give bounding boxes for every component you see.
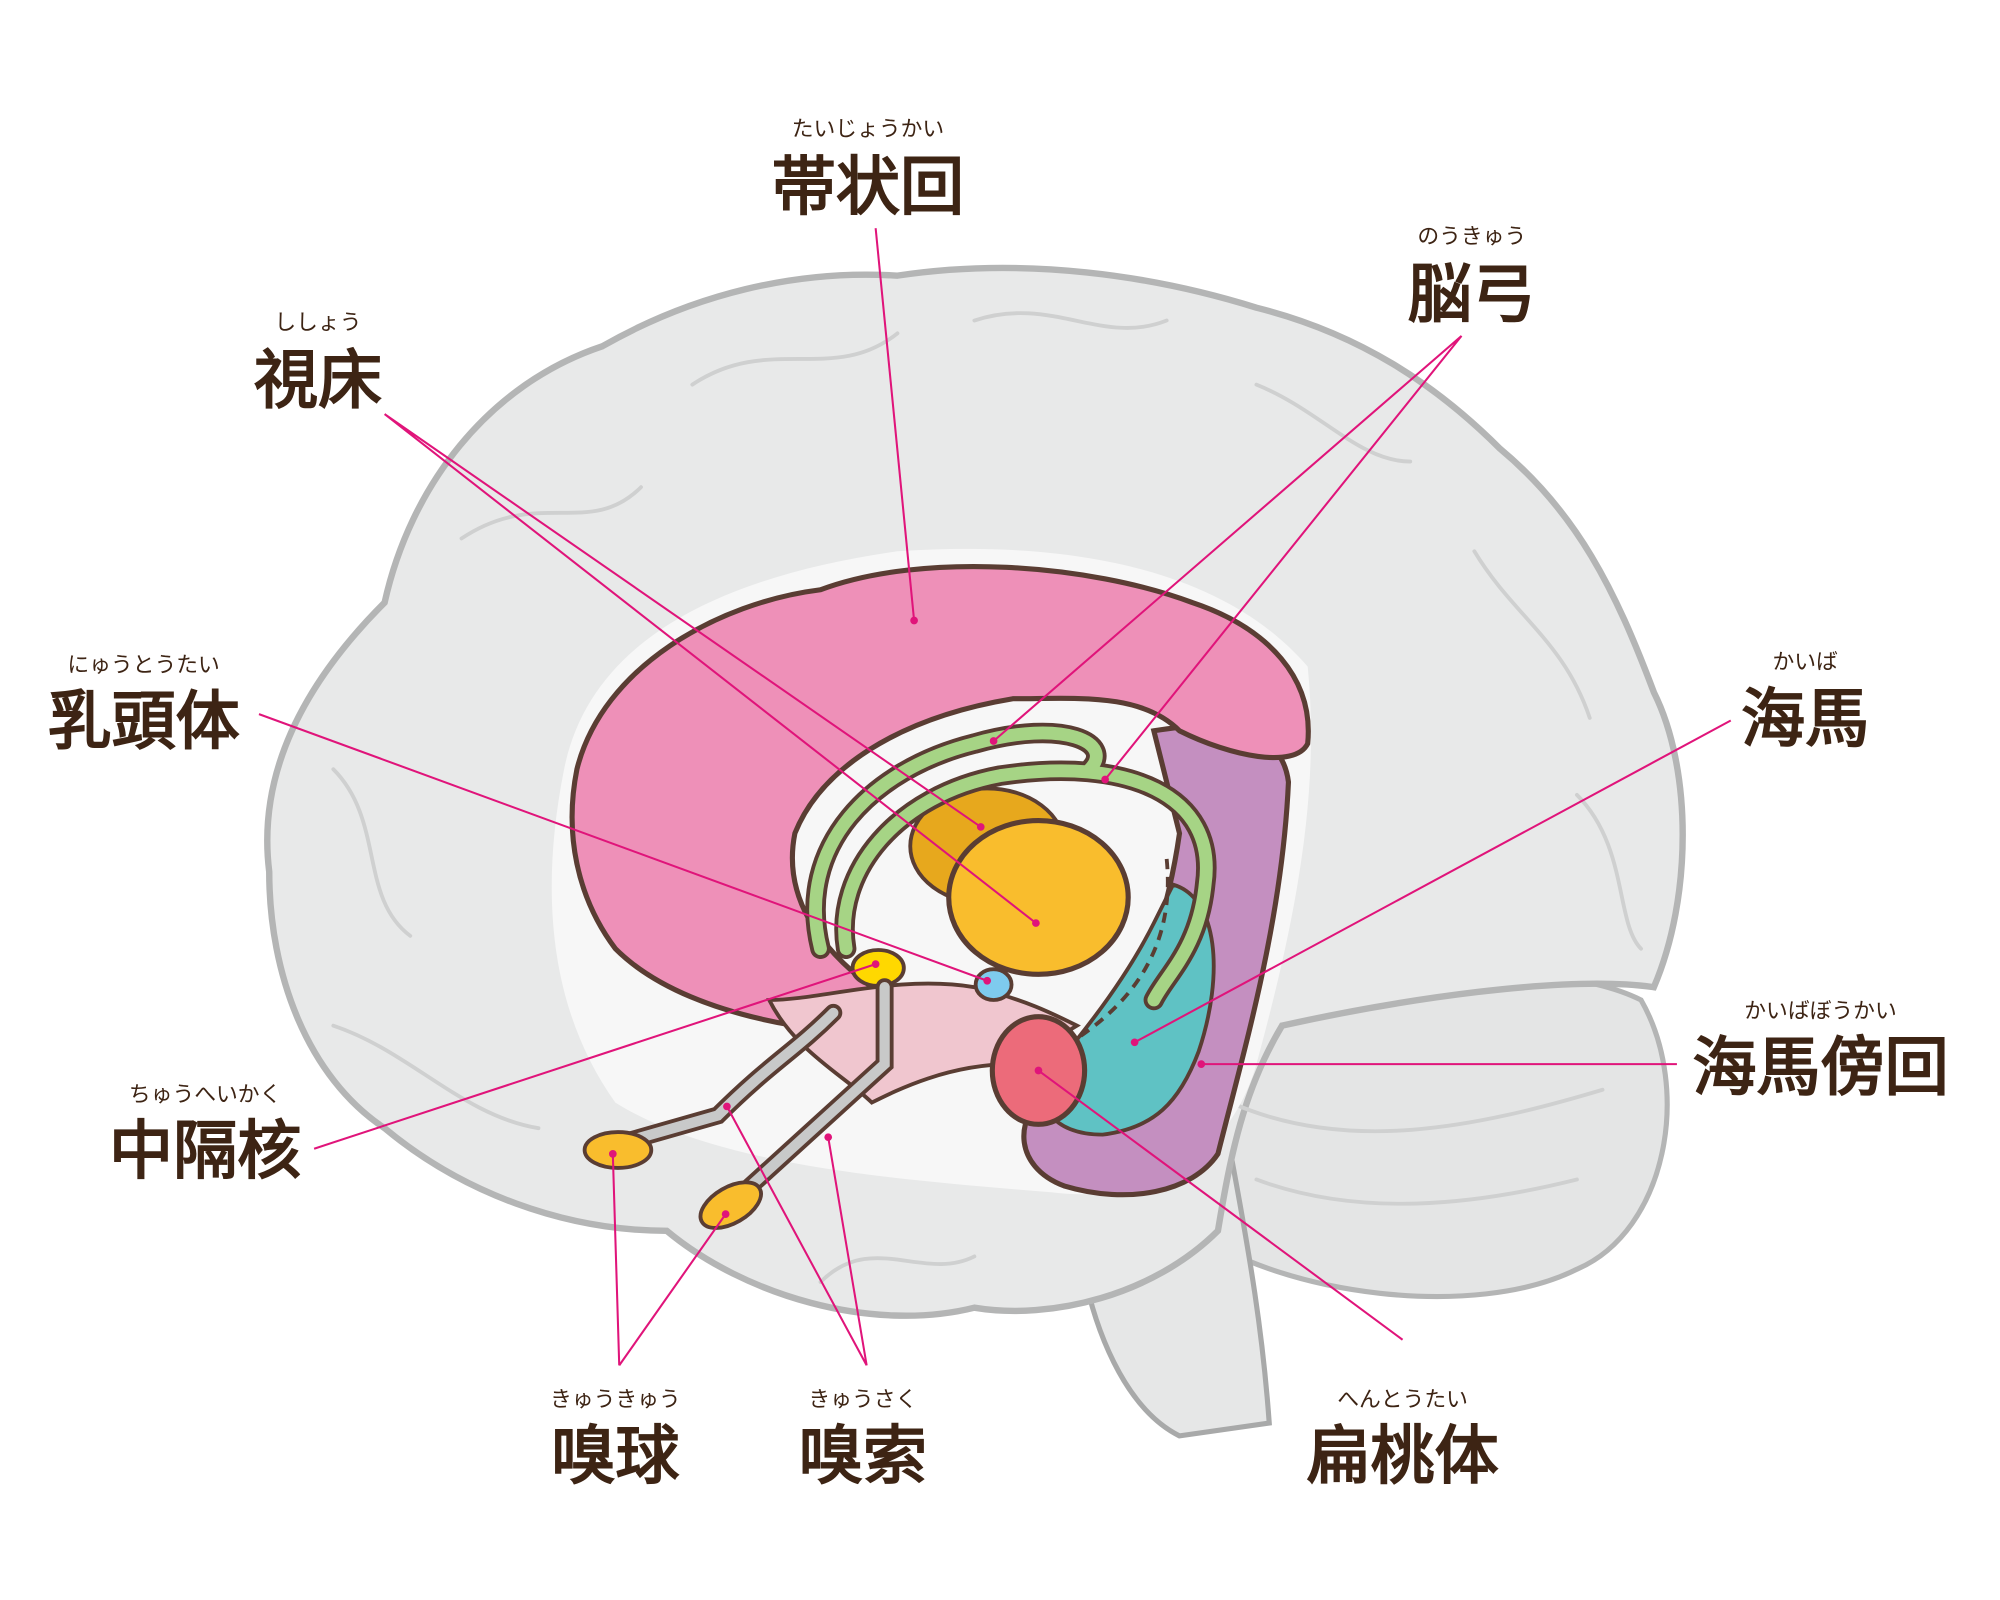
thalamus-shape bbox=[946, 817, 1131, 977]
term: 中隔核 bbox=[109, 1115, 301, 1189]
ruby: にゅうとうたい bbox=[67, 653, 219, 678]
ruby: たいじょうかい bbox=[792, 117, 944, 142]
cingulate-gyrus bbox=[569, 564, 1311, 1034]
label-amygdala: へんとうたい 扁桃体 bbox=[1306, 1387, 1498, 1494]
term: 嗅索 bbox=[799, 1420, 927, 1494]
term: 視床 bbox=[254, 345, 382, 419]
label-thalamus: ししょう 視床 bbox=[254, 310, 382, 418]
term: 脳弓 bbox=[1408, 259, 1536, 333]
term: 海馬 bbox=[1741, 683, 1869, 757]
label-olfactory-tract: きゅうさく 嗅索 bbox=[799, 1387, 927, 1494]
term: 乳頭体 bbox=[47, 686, 239, 760]
ruby: のうきゅう bbox=[1417, 225, 1526, 250]
label-cingulate: たいじょうかい 帯状回 bbox=[772, 117, 964, 225]
olfactory-bulb-1 bbox=[582, 1130, 654, 1170]
ruby: ししょう bbox=[274, 310, 361, 335]
labels: たいじょうかい 帯状回 のうきゅう 脳弓 ししょう 視床 にゅうとうたい 乳頭体… bbox=[47, 117, 1948, 1494]
ruby: かいば bbox=[1772, 650, 1838, 675]
leader-lines bbox=[258, 228, 1732, 1366]
ruby: きゅうさく bbox=[808, 1387, 917, 1412]
limbic-structures bbox=[569, 564, 1311, 1230]
mammillary-body-shape bbox=[973, 967, 1014, 1002]
term: 帯状回 bbox=[772, 151, 964, 225]
stria-dashed bbox=[1075, 858, 1170, 1041]
label-hippocampus: かいば 海馬 bbox=[1741, 650, 1869, 757]
term: 扁桃体 bbox=[1306, 1420, 1498, 1494]
septal-nucleus-shape bbox=[850, 948, 906, 988]
ruby: へんとうたい bbox=[1337, 1387, 1468, 1412]
label-parahippocampal-gyrus: かいばぼうかい 海馬傍回 bbox=[1692, 999, 1948, 1106]
label-septal-nucleus: ちゅうへいかく 中隔核 bbox=[109, 1082, 301, 1189]
label-fornix: のうきゅう 脳弓 bbox=[1408, 225, 1536, 333]
ruby: きゅうきゅう bbox=[550, 1387, 681, 1412]
olfactory-bulb-2 bbox=[698, 1180, 763, 1230]
label-mammillary-body: にゅうとうたい 乳頭体 bbox=[47, 653, 239, 760]
label-olfactory-bulb: きゅうきゅう 嗅球 bbox=[550, 1387, 681, 1494]
term: 嗅球 bbox=[551, 1420, 680, 1494]
ruby: かいばぼうかい bbox=[1744, 999, 1896, 1024]
term: 海馬傍回 bbox=[1692, 1032, 1948, 1106]
ruby: ちゅうへいかく bbox=[129, 1082, 281, 1107]
